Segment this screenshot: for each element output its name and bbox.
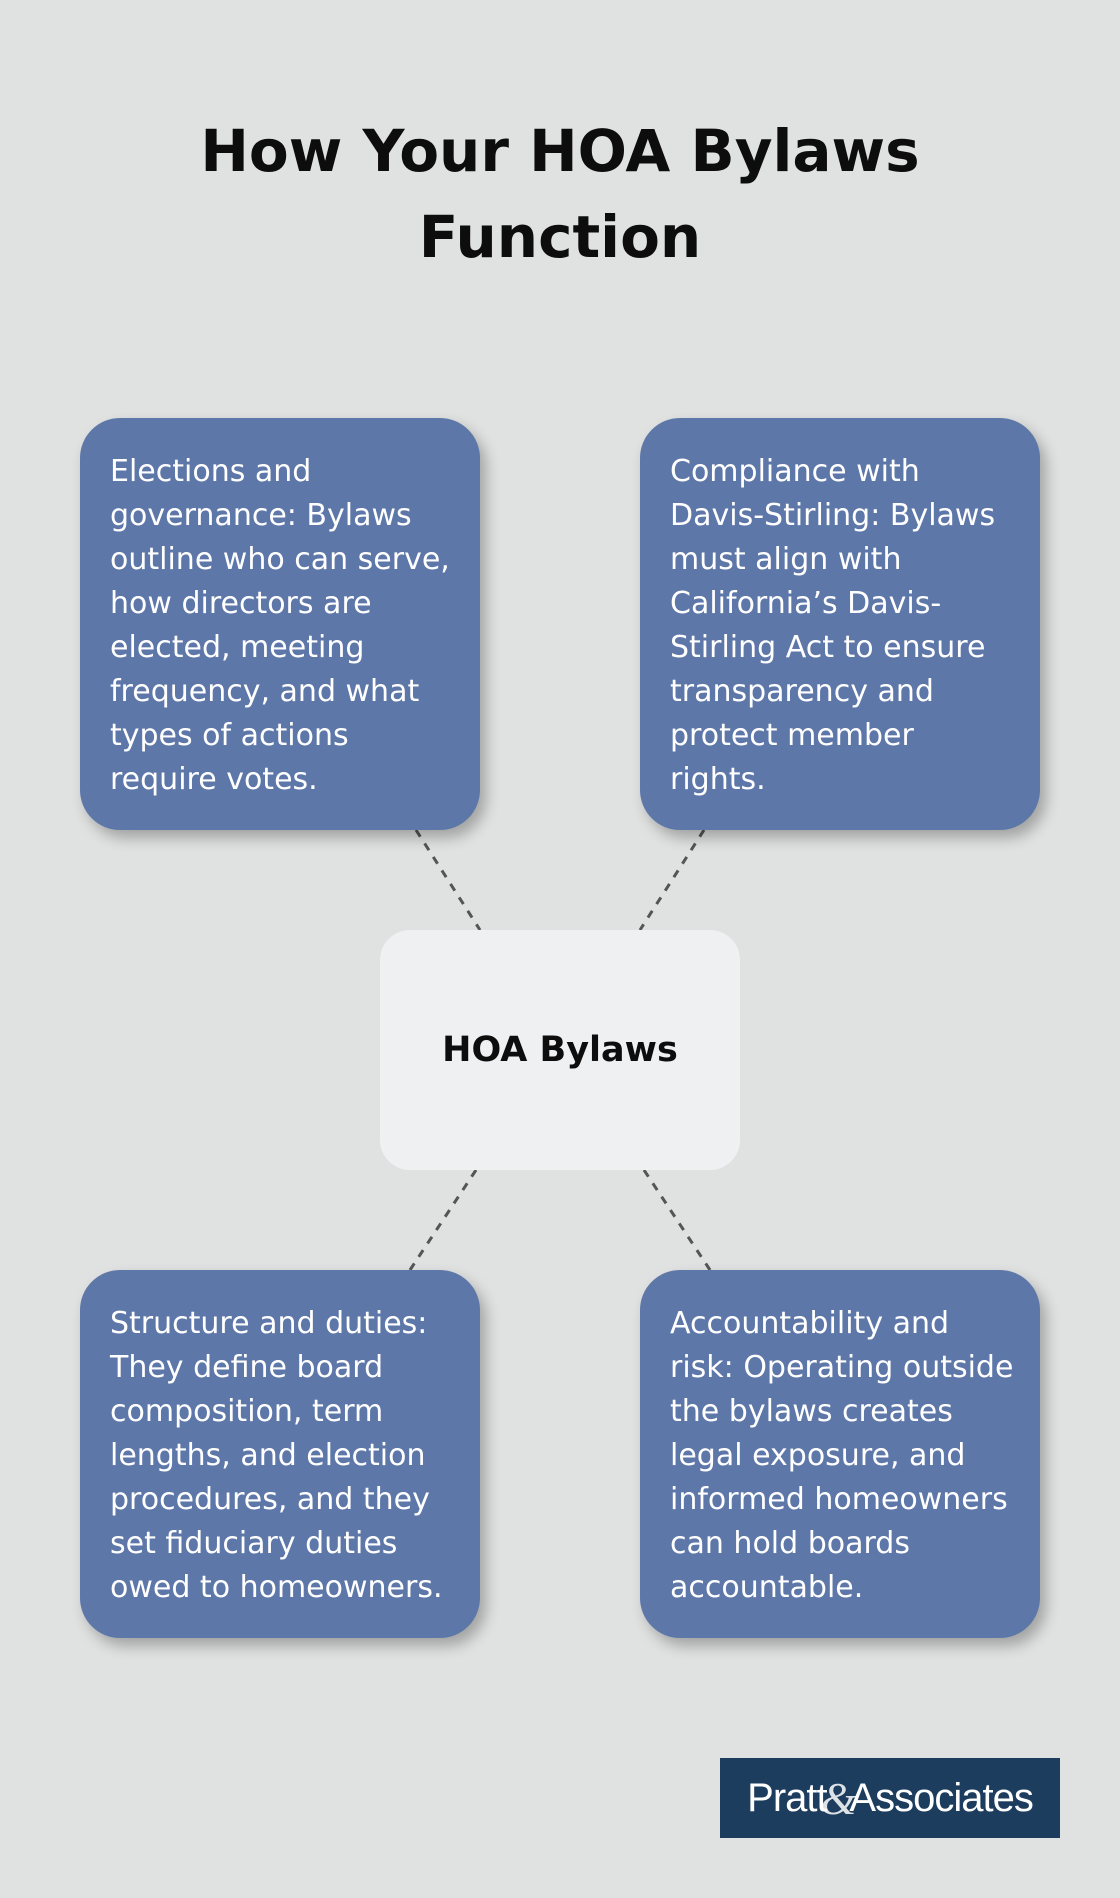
logo-text-right: Associates: [849, 1775, 1033, 1820]
logo-ampersand: &: [820, 1772, 857, 1824]
logo-text-left: Pratt: [747, 1775, 827, 1820]
card-text: Compliance with Davis-Stirling: Bylaws m…: [670, 454, 996, 797]
card-elections-governance: Elections and governance: Bylaws outline…: [80, 418, 480, 830]
card-text: Accountability and risk: Operating outsi…: [670, 1306, 1014, 1605]
diagram-title: How Your HOA Bylaws Function: [200, 117, 920, 271]
card-text: Structure and duties: They define board …: [110, 1306, 443, 1605]
card-text: Elections and governance: Bylaws outline…: [110, 454, 450, 797]
card-accountability-risk: Accountability and risk: Operating outsi…: [640, 1270, 1040, 1638]
center-node-label: HOA Bylaws: [442, 1030, 678, 1070]
connector-bottom-right: [642, 1169, 712, 1271]
card-structure-duties: Structure and duties: They define board …: [80, 1270, 480, 1638]
card-davis-stirling-compliance: Compliance with Davis-Stirling: Bylaws m…: [640, 418, 1040, 830]
connector-top-left: [414, 829, 482, 931]
connector-top-right: [638, 829, 706, 931]
pratt-associates-logo: Pratt&Associates: [720, 1758, 1060, 1838]
center-node: HOA Bylaws: [380, 930, 740, 1170]
connector-bottom-left: [408, 1169, 478, 1271]
